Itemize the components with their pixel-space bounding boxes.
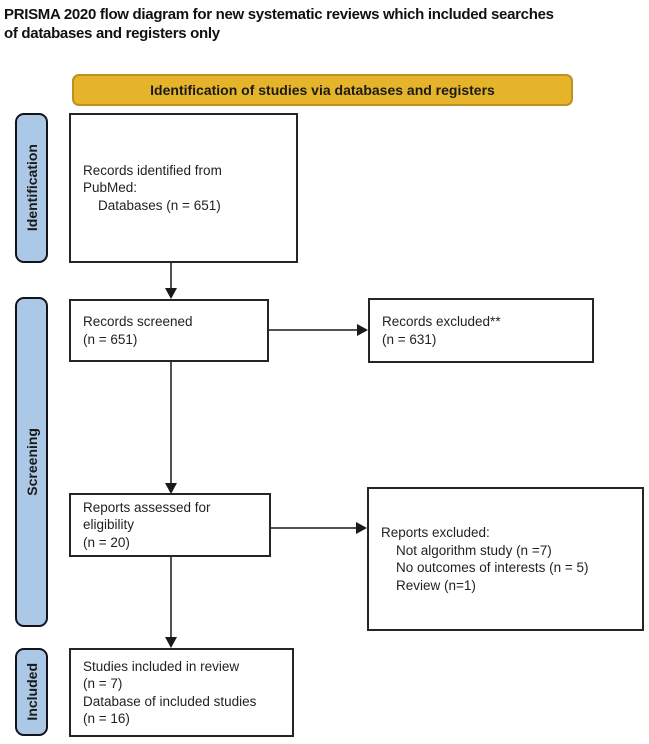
arrow-assessed-to-excluded-line <box>271 527 357 529</box>
arrow-assessed-to-included-line <box>170 557 172 638</box>
node-reports-excluded: Reports excluded: Not algorithm study (n… <box>367 487 644 631</box>
stage-pill-screening: Screening <box>15 297 48 627</box>
node-records-identified-text: Records identified from PubMed: Database… <box>83 162 222 213</box>
arrow-screened-to-excluded-line <box>269 329 358 331</box>
node-reports-excluded-text: Reports excluded: Not algorithm study (n… <box>381 525 589 593</box>
node-reports-assessed-text: Reports assessed for eligibility (n = 20… <box>83 499 211 550</box>
stage-label-included: Included <box>23 663 40 721</box>
arrow-identified-to-screened-head-icon <box>165 288 177 299</box>
node-reports-assessed: Reports assessed for eligibility (n = 20… <box>69 493 271 557</box>
arrow-screened-to-assessed-head-icon <box>165 483 177 494</box>
banner-identification-of-studies: Identification of studies via databases … <box>72 74 573 106</box>
node-studies-included-text: Studies included in review (n = 7) Datab… <box>83 658 257 727</box>
banner-label: Identification of studies via databases … <box>150 82 495 98</box>
stage-label-screening: Screening <box>23 428 40 496</box>
node-records-excluded-text: Records excluded** (n = 631) <box>382 314 501 347</box>
arrow-assessed-to-excluded-head-icon <box>356 522 367 534</box>
stage-label-identification: Identification <box>23 144 40 232</box>
node-records-screened-text: Records screened (n = 651) <box>83 314 193 347</box>
arrow-identified-to-screened-line <box>170 263 172 290</box>
arrow-assessed-to-included-head-icon <box>165 637 177 648</box>
node-records-screened: Records screened (n = 651) <box>69 299 269 362</box>
arrow-screened-to-assessed-line <box>170 362 172 484</box>
node-records-excluded: Records excluded** (n = 631) <box>368 298 594 363</box>
stage-pill-included: Included <box>15 648 48 736</box>
page-title: PRISMA 2020 flow diagram for new systema… <box>4 6 554 42</box>
arrow-screened-to-excluded-head-icon <box>357 324 368 336</box>
stage-pill-identification: Identification <box>15 113 48 263</box>
node-studies-included: Studies included in review (n = 7) Datab… <box>69 648 294 737</box>
node-records-identified: Records identified from PubMed: Database… <box>69 113 298 263</box>
